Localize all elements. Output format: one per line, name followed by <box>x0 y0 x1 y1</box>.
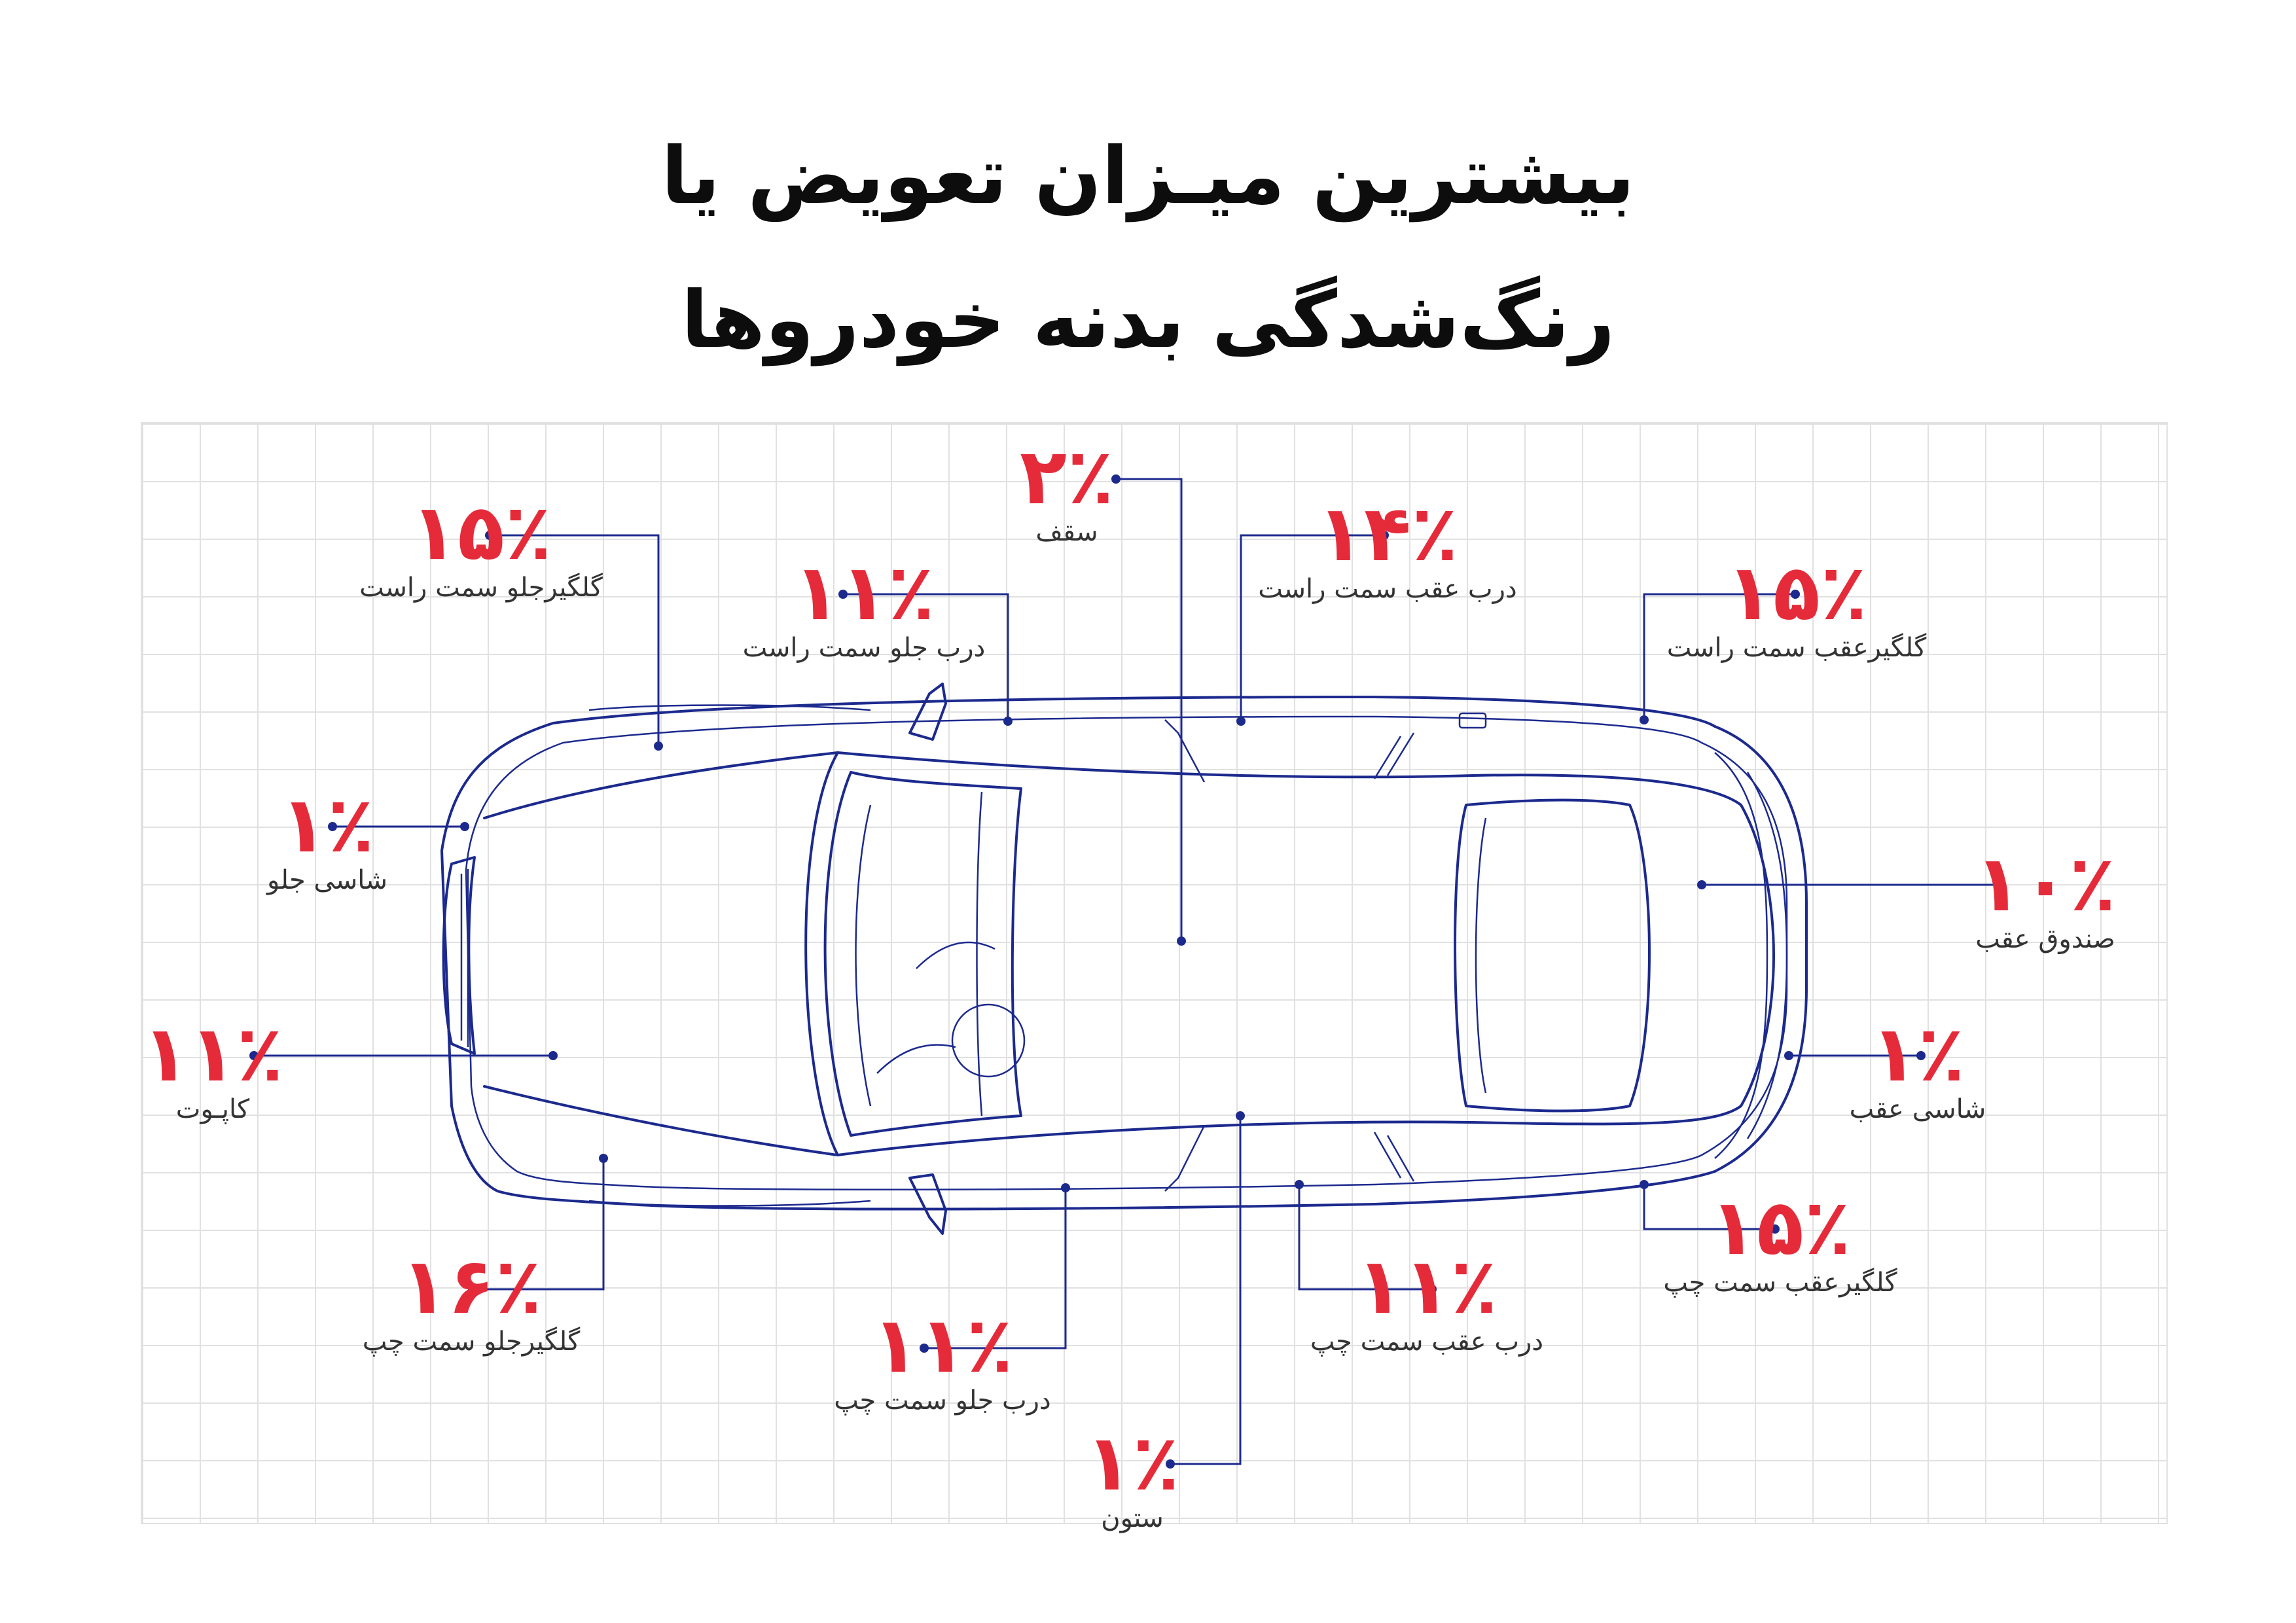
part-label: سقف <box>1035 517 1098 547</box>
percent-value: ۱۱٪ <box>793 547 937 637</box>
callout-front-fender-right: ۱۵٪ گلگیرجلو سمت راست <box>337 493 625 604</box>
leader-rear-fender-right <box>1643 593 1795 720</box>
percent-value: ۱٪ <box>279 779 377 870</box>
percent-value: ۱۰٪ <box>1974 838 2119 929</box>
leader-roof <box>1116 478 1183 941</box>
mirror-right <box>908 683 947 741</box>
callout-hood: ۱۱٪ کاپـوت <box>141 1008 286 1126</box>
percent-value: ۱۵٪ <box>1709 1182 1854 1272</box>
percent-value: ۱۵٪ <box>1725 547 1870 637</box>
callout-rear-fender-right: ۱۵٪ گلگیرعقب سمت راست <box>1653 553 1941 664</box>
leader-rear-fender-left <box>1643 1185 1775 1230</box>
callout-front-door-right: ۱۱٪ درب جلو سمت راست <box>726 553 1001 664</box>
percent-value: ۱۴٪ <box>1316 488 1461 579</box>
percent-value: ۱۱٪ <box>871 1300 1016 1390</box>
door-seam-top-1 <box>1164 719 1206 783</box>
callout-front-door-left: ۱۱٪ درب جلو سمت چپ <box>798 1306 1086 1417</box>
part-label: گلگیرجلو سمت چپ <box>362 1327 581 1357</box>
door-seam-top-2 <box>1373 736 1402 779</box>
car-body-inner-line <box>465 715 1788 1191</box>
car-body-outline <box>440 696 1808 1211</box>
leader-front-door-left <box>924 1188 1067 1349</box>
part-label: گلگیرعقب سمت راست <box>1666 633 1927 663</box>
part-label: درب عقب سمت چپ <box>1310 1327 1544 1357</box>
rear-window <box>1454 798 1651 1113</box>
callout-rear-chassis: ۱٪ شاسی عقب <box>1833 1014 2003 1126</box>
part-label: شاسی عقب <box>1849 1094 1986 1124</box>
steering-wheel <box>951 1003 1026 1078</box>
leader-rear-door-left <box>1298 1185 1432 1291</box>
title-line-2: رنگ‌شدگی بدنه خودروها <box>681 275 1615 366</box>
percent-value: ۱۵٪ <box>410 487 554 577</box>
percent-value: ۱٪ <box>1085 1418 1182 1508</box>
percent-value: ۱۱٪ <box>1355 1241 1500 1331</box>
leader-front-fender-right <box>490 534 660 746</box>
door-seam-bottom-1 <box>1164 1125 1206 1192</box>
callout-rear-door-left: ۱۱٪ درب عقب سمت چپ <box>1283 1247 1571 1358</box>
percent-value: ۱۱٪ <box>141 1008 286 1099</box>
percent-value: ۱۶٪ <box>400 1241 545 1331</box>
callout-roof: ۲٪ سقف <box>1008 437 1126 548</box>
leader-pillar <box>1170 1116 1242 1465</box>
part-label: گلگیرعقب سمت چپ <box>1663 1268 1897 1298</box>
percent-value: ۲٪ <box>1019 431 1117 522</box>
background-grid <box>141 422 2168 1524</box>
car-top-view-illustration <box>440 683 1808 1235</box>
part-label: ستون <box>1101 1503 1164 1533</box>
windshield <box>823 771 1022 1137</box>
leader-front-fender-left <box>473 1158 605 1291</box>
callout-front-chassis: ۱٪ شاسی جلو <box>232 785 422 897</box>
cabin-outline <box>804 751 1775 1156</box>
part-label: درب جلو سمت چپ <box>834 1385 1051 1416</box>
leader-front-door-right <box>843 593 1009 721</box>
part-label: صندوق عقب <box>1975 924 2115 954</box>
callout-rear-door-right: ۱۴٪ درب عقب سمت راست <box>1244 494 1532 605</box>
callout-front-fender-left: ۱۶٪ گلگیرجلو سمت چپ <box>327 1247 615 1358</box>
callout-trunk: ۱۰٪ صندوق عقب <box>1950 844 2140 955</box>
callout-rear-fender-left: ۱۵٪ گلگیرعقب سمت چپ <box>1636 1188 1924 1299</box>
part-label: کاپـوت <box>175 1094 250 1124</box>
hood-crease-top <box>483 751 839 819</box>
hood-crease-bottom <box>483 1085 839 1156</box>
fuel-cap <box>1458 712 1487 729</box>
leader-rear-door-right <box>1240 534 1384 721</box>
part-label: درب عقب سمت راست <box>1258 574 1517 604</box>
part-label: درب جلو سمت راست <box>742 633 986 663</box>
percent-value: ۱٪ <box>1870 1008 1967 1099</box>
callout-pillar: ۱٪ ستون <box>1073 1423 1191 1535</box>
page-title: بیشترین میـزان تعویض یا رنگ‌شدگی بدنه خو… <box>0 105 2296 393</box>
part-label: گلگیرجلو سمت راست <box>359 573 603 603</box>
front-grille <box>442 856 476 1055</box>
part-label: شاسی جلو <box>267 865 387 895</box>
mirror-left <box>908 1173 947 1235</box>
leader-lines <box>249 474 2004 1469</box>
title-line-1: بیشترین میـزان تعویض یا <box>661 131 1635 222</box>
